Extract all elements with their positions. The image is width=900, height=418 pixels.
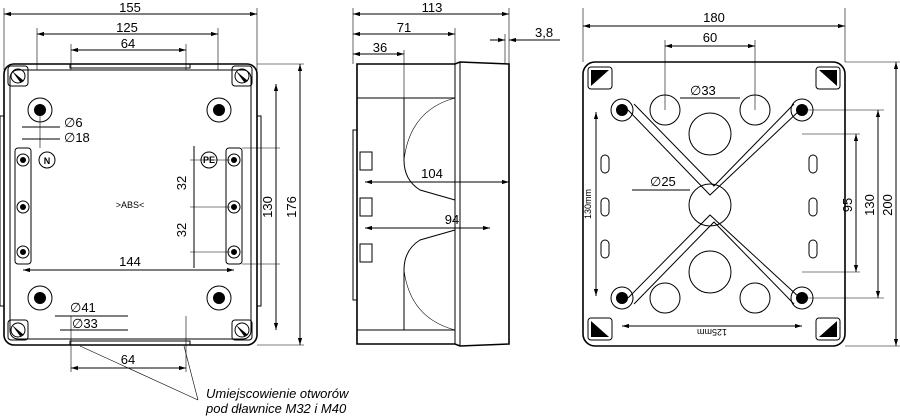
mount-hole-tr bbox=[206, 97, 232, 123]
dim-32-lower: 32 bbox=[174, 223, 189, 237]
corner-screw-bl bbox=[7, 319, 29, 341]
dim-d18: ∅18 bbox=[64, 130, 90, 145]
back-corner-bl bbox=[587, 317, 613, 341]
dim-113: 113 bbox=[422, 0, 443, 15]
back-view: 180 60 bbox=[582, 8, 900, 347]
dim-176: 176 bbox=[284, 196, 299, 218]
dim-94: 94 bbox=[445, 212, 459, 227]
mount-hole-br bbox=[206, 285, 232, 311]
dim-32-upper: 32 bbox=[174, 176, 189, 190]
terminal-rail-right bbox=[225, 147, 243, 265]
inner-130mm: 130mm bbox=[583, 189, 593, 219]
back-hole-bl bbox=[610, 286, 634, 310]
dim-125: 125 bbox=[116, 20, 138, 35]
side-view: 113 71 36 3,8 104 94 bbox=[352, 0, 560, 347]
corner-screw-tr bbox=[231, 65, 253, 87]
corner-screw-tl bbox=[7, 65, 29, 87]
knockout-d41-top bbox=[688, 112, 732, 156]
dim-d33: ∅33 bbox=[72, 316, 98, 331]
dim-95: 95 bbox=[840, 198, 855, 212]
neutral-mark-circle bbox=[38, 151, 56, 169]
knockout-d33-tl bbox=[649, 94, 681, 126]
back-corner-tl bbox=[587, 66, 613, 90]
knockout-d41-bottom bbox=[688, 250, 732, 294]
terminal-rail-left bbox=[14, 147, 32, 265]
side-body bbox=[356, 61, 510, 347]
caption-line2: pod dławnice M32 i M40 bbox=[205, 401, 347, 416]
dim-200: 200 bbox=[880, 194, 895, 216]
back-corner-br bbox=[815, 317, 841, 341]
back-hole-tl bbox=[610, 98, 634, 122]
dim-144: 144 bbox=[119, 254, 141, 269]
front-view: 155 125 64 bbox=[0, 0, 304, 401]
dim-71: 71 bbox=[397, 20, 411, 35]
dim-3-8: 3,8 bbox=[535, 25, 553, 40]
dim-d41: ∅41 bbox=[70, 300, 96, 315]
corner-screw-br bbox=[231, 319, 253, 341]
dim-155: 155 bbox=[119, 0, 141, 15]
mount-hole-bl bbox=[27, 285, 53, 311]
back-outline bbox=[582, 61, 846, 347]
material-mark: >ABS< bbox=[116, 200, 145, 210]
dim-back-d33: ∅33 bbox=[690, 83, 716, 98]
dim-130-front: 130 bbox=[260, 196, 275, 218]
dim-36: 36 bbox=[373, 40, 387, 55]
dim-104: 104 bbox=[421, 166, 443, 181]
caption-line1: Umiejscowienie otworów bbox=[206, 386, 350, 401]
knockout-d33-br bbox=[739, 282, 771, 314]
dim-d6: ∅6 bbox=[64, 115, 83, 130]
dim-64-bottom: 64 bbox=[121, 352, 135, 367]
dim-64-top: 64 bbox=[121, 36, 135, 51]
knockout-d33-tr bbox=[739, 94, 771, 126]
neutral-mark: N bbox=[44, 156, 51, 166]
knockout-center bbox=[688, 183, 732, 227]
inner-125mm: 125mm bbox=[697, 327, 727, 337]
dim-60: 60 bbox=[703, 30, 717, 45]
dim-180: 180 bbox=[703, 10, 725, 25]
dim-back-d25: ∅25 bbox=[650, 174, 676, 189]
knockout-d33-bl bbox=[649, 282, 681, 314]
dim-130-back: 130 bbox=[862, 194, 877, 216]
back-corner-tr bbox=[815, 66, 841, 90]
